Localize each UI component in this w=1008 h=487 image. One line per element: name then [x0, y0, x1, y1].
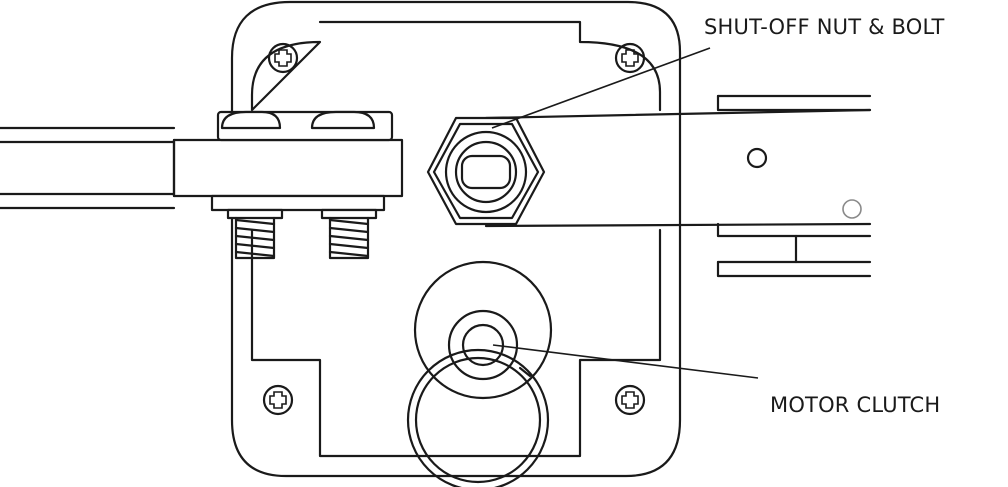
corner-screw-bottom-left: [262, 384, 294, 416]
threaded-bolt-right: [320, 208, 378, 260]
clutch-label: MOTOR CLUTCH: [770, 393, 940, 417]
shutoff-leader-line: [491, 47, 711, 129]
corner-screw-bottom-right: [614, 384, 646, 416]
housing-plate: [230, 0, 682, 478]
hex-nut-icon: [426, 116, 546, 226]
right-arm: [484, 94, 872, 278]
corner-screw-top-left: [267, 42, 299, 74]
threaded-bolt-left: [226, 208, 284, 260]
left-arm: [0, 110, 404, 212]
shutoff-label: SHUT-OFF NUT & BOLT: [704, 15, 945, 39]
key-ring-icon: [406, 348, 550, 487]
motor-clutch: [413, 260, 553, 400]
clutch-leader-line: [492, 344, 759, 379]
corner-screw-top-right: [614, 42, 646, 74]
